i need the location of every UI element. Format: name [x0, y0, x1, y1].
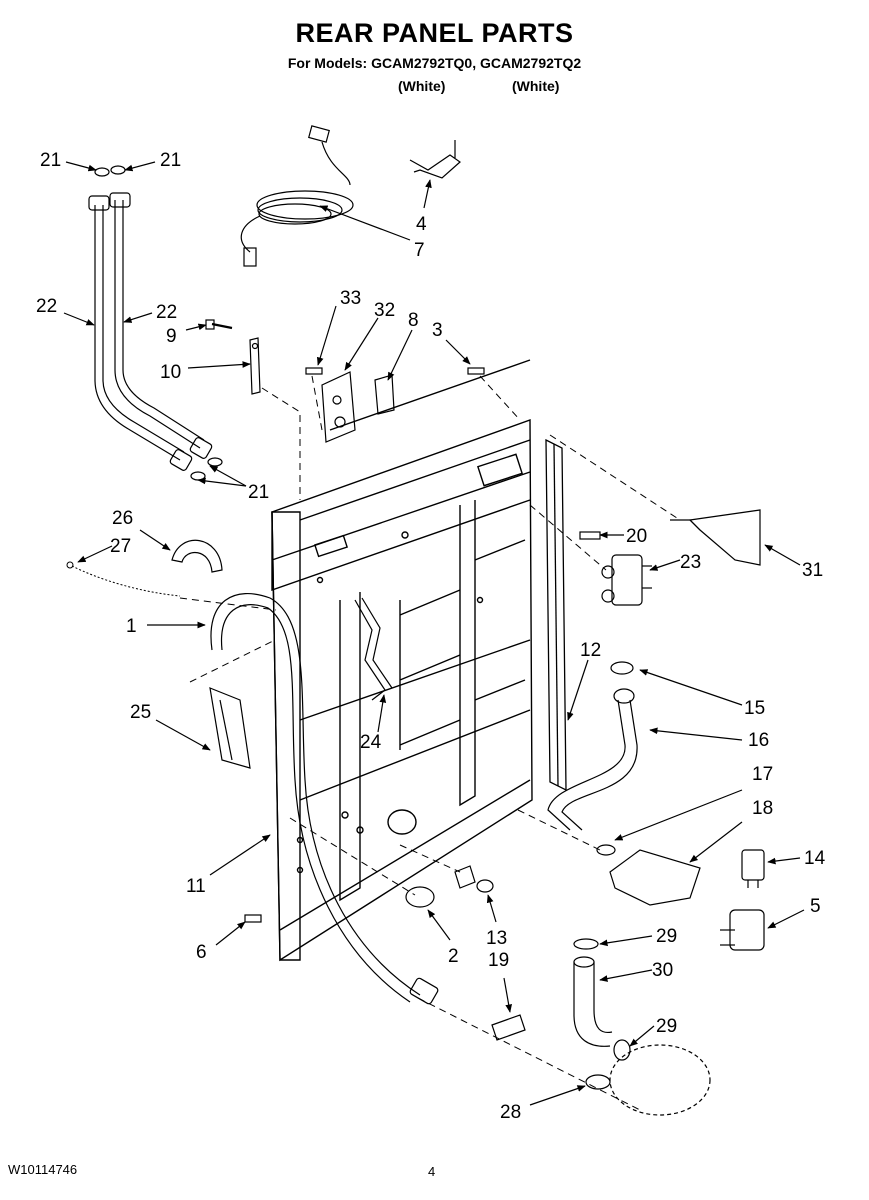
- inlet-hoses: [88, 192, 213, 471]
- callout-7: 7: [414, 240, 425, 261]
- drain-hose: [210, 593, 439, 1005]
- callout-22-right: 22: [156, 302, 177, 323]
- callout-23: 23: [680, 552, 701, 573]
- cord-bracket: [409, 140, 461, 179]
- water-valve: [579, 531, 652, 606]
- side-channel: [545, 438, 567, 792]
- model-subtitle: For Models: GCAM2792TQ0, GCAM2792TQ2: [287, 55, 582, 71]
- callout-27: 27: [110, 536, 131, 557]
- valve-bracket: [670, 509, 761, 566]
- hose-washers: [94, 165, 223, 481]
- callout-12: 12: [580, 640, 601, 661]
- callout-labels: 21 21 4 7 22 22 9 10 33 32 8 3 21 26 27 …: [36, 150, 826, 1123]
- power-cord: [240, 125, 354, 267]
- callout-9: 9: [166, 326, 177, 347]
- tie-strap: [66, 561, 181, 597]
- callout-22-left: 22: [36, 296, 57, 317]
- callout-6: 6: [196, 942, 207, 963]
- page-number: 4: [428, 1164, 436, 1179]
- callout-5: 5: [810, 896, 821, 917]
- callout-19: 19: [488, 950, 509, 971]
- callout-16: 16: [748, 730, 769, 751]
- callout-32: 32: [374, 300, 395, 321]
- bracket-plate: [305, 367, 485, 443]
- model-variant-1: (White): [398, 78, 446, 94]
- leader-arrows: [63, 161, 805, 1106]
- document-code: W10114746: [8, 1162, 78, 1177]
- callout-11: 11: [186, 876, 206, 897]
- callout-26: 26: [112, 508, 133, 529]
- callout-2: 2: [448, 946, 459, 967]
- callout-13: 13: [486, 928, 507, 949]
- callout-4: 4: [416, 214, 427, 235]
- callout-18: 18: [752, 798, 773, 819]
- callout-25: 25: [130, 702, 151, 723]
- callout-21-top-left: 21: [40, 150, 61, 171]
- page-title: REAR PANEL PARTS: [295, 18, 574, 48]
- pump-assembly: [547, 661, 765, 951]
- model-variant-2: (White): [512, 78, 560, 94]
- callout-21-top-right: 21: [160, 150, 181, 171]
- cord-clamp: [205, 319, 261, 395]
- hose-clip: [171, 539, 223, 573]
- callout-8: 8: [408, 310, 419, 331]
- callout-29-bottom: 29: [656, 1016, 677, 1037]
- callout-24: 24: [360, 732, 382, 753]
- callout-29-top: 29: [656, 926, 677, 947]
- callout-31: 31: [802, 560, 823, 581]
- callout-33: 33: [340, 288, 361, 309]
- callout-28: 28: [500, 1102, 521, 1123]
- rear-panel: [271, 359, 533, 962]
- panel-clips: [244, 865, 494, 923]
- callout-21-bottom: 21: [248, 482, 269, 503]
- sump-hose: [491, 938, 711, 1116]
- callout-15: 15: [744, 698, 765, 719]
- callout-10: 10: [160, 362, 181, 383]
- callout-17: 17: [752, 764, 773, 785]
- callout-1: 1: [126, 616, 137, 637]
- callout-30: 30: [652, 960, 673, 981]
- air-duct: [209, 687, 251, 769]
- callout-3: 3: [432, 320, 443, 341]
- callout-20: 20: [626, 526, 647, 547]
- callout-14: 14: [804, 848, 826, 869]
- latch-bracket: [354, 597, 393, 701]
- assembly-lines: [179, 375, 681, 1111]
